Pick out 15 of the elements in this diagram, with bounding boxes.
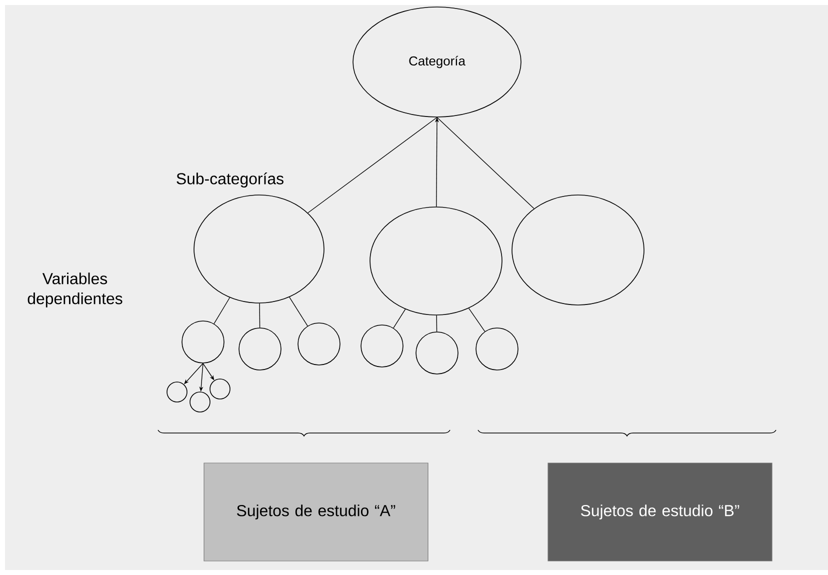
subject-box: Sujetos de estudio “A”: [204, 462, 428, 562]
circle: [416, 332, 458, 374]
circle: [360, 324, 404, 368]
ellipse: [512, 194, 644, 306]
circle: [190, 392, 210, 412]
subject-box: Sujetos de estudio “B”: [548, 462, 772, 562]
circle: [238, 328, 282, 370]
circle: [182, 320, 224, 364]
circle: [298, 322, 340, 366]
circle: [166, 382, 188, 402]
ellipse: [194, 194, 324, 304]
label: Variables dependientes: [28, 272, 122, 308]
circle: [210, 378, 230, 400]
circle: [476, 328, 518, 370]
ellipse: [370, 206, 502, 316]
